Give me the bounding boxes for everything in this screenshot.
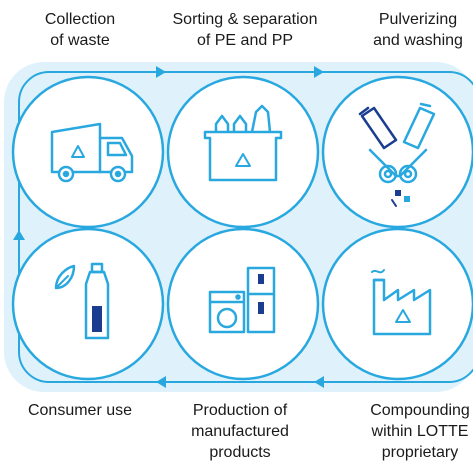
step-circle-sorting bbox=[166, 75, 320, 229]
arrow-bottom-2 bbox=[156, 376, 166, 388]
label-line: manufactured bbox=[191, 423, 289, 440]
arrow-left-up bbox=[13, 230, 25, 240]
loop-arrows bbox=[13, 66, 324, 388]
bottle-leaf-icon bbox=[54, 262, 110, 340]
step-circle-pulverizing bbox=[321, 75, 473, 229]
arrow-top-2 bbox=[314, 66, 324, 78]
label-collection-of-waste: Collection of waste bbox=[20, 9, 140, 51]
label-line: proprietary bbox=[381, 444, 459, 461]
arrow-top-1 bbox=[156, 66, 166, 78]
step-circle-compounding bbox=[321, 227, 473, 381]
label-line: of waste bbox=[50, 32, 110, 49]
sorting-bin-icon bbox=[203, 104, 283, 182]
garbage-truck-icon bbox=[50, 122, 134, 183]
step-circle-collection bbox=[11, 75, 165, 229]
label-line: and washing bbox=[373, 32, 463, 49]
label-sorting-separation: Sorting & separation of PE and PP bbox=[150, 9, 340, 51]
label-line: Production of bbox=[192, 402, 288, 419]
label-production: Production of manufactured products bbox=[160, 400, 320, 463]
label-line: Compounding bbox=[370, 402, 470, 419]
label-line: Sorting & separation bbox=[172, 11, 318, 28]
loop-path bbox=[18, 71, 473, 383]
arrow-bottom-1 bbox=[314, 376, 324, 388]
label-line: products bbox=[209, 444, 271, 461]
label-consumer-use: Consumer use bbox=[12, 400, 148, 421]
label-line: within LOTTE bbox=[371, 423, 469, 440]
label-compounding: Compounding within LOTTE proprietary bbox=[340, 400, 473, 463]
label-line: Pulverizing bbox=[378, 11, 458, 28]
pulverizing-machine-icon bbox=[358, 102, 436, 207]
label-pulverizing-washing: Pulverizing and washing bbox=[348, 9, 473, 51]
appliances-icon bbox=[208, 266, 276, 334]
label-line: of PE and PP bbox=[196, 32, 294, 49]
label-line: Consumer use bbox=[27, 402, 133, 419]
step-circle-consumer bbox=[11, 227, 165, 381]
factory-recycle-icon bbox=[371, 269, 432, 336]
label-line: Collection bbox=[44, 11, 116, 28]
